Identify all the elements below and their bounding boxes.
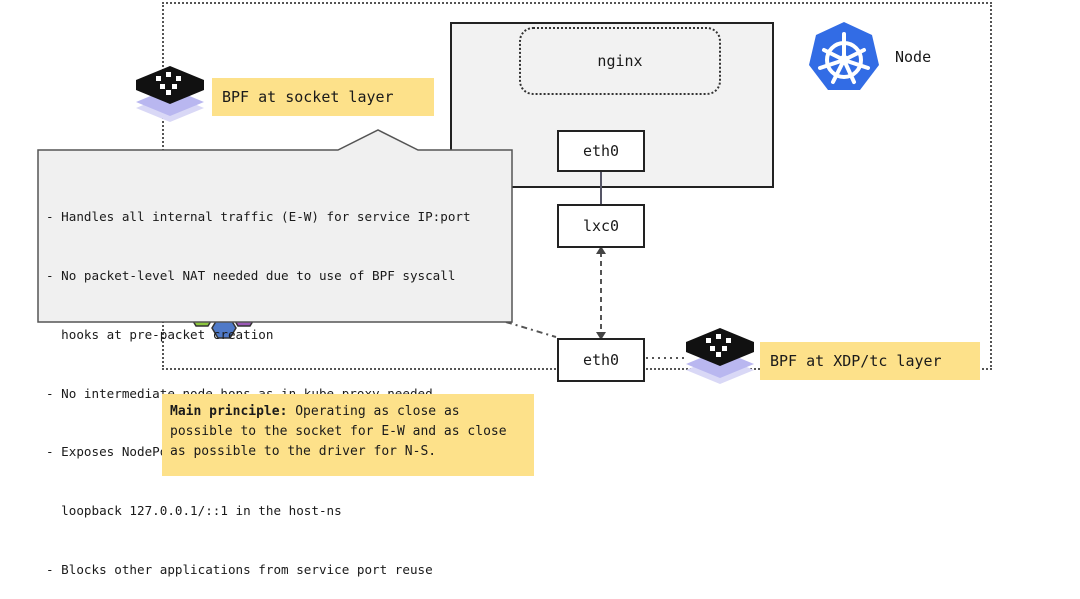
nginx-container: nginx xyxy=(519,27,721,95)
bpf-icon xyxy=(136,66,204,122)
callout-box xyxy=(37,129,513,323)
callout-line: - Handles all internal traffic (E-W) for… xyxy=(46,209,471,225)
pod-eth0-box: eth0 xyxy=(557,130,645,172)
kubernetes-icon xyxy=(809,22,879,90)
lxc0-box: lxc0 xyxy=(557,204,645,248)
host-eth0-box: eth0 xyxy=(557,338,645,382)
bpf-xdp-label: BPF at XDP/tc layer xyxy=(760,342,980,380)
bpf-icon xyxy=(686,328,754,384)
callout-line: - No packet-level NAT needed due to use … xyxy=(46,267,456,283)
callout-line: hooks at pre-packet creation xyxy=(46,326,274,342)
connector-lines xyxy=(505,172,684,359)
principle-title: Main principle: xyxy=(170,404,288,419)
principle-text: Operating as close as possible to the so… xyxy=(170,404,507,459)
callout-line: - Blocks other applications from service… xyxy=(46,561,433,577)
bpf-socket-label: BPF at socket layer xyxy=(212,78,434,116)
callout-text: - Handles all internal traffic (E-W) for… xyxy=(46,168,506,599)
callout-line: loopback 127.0.0.1/::1 in the host-ns xyxy=(46,503,342,519)
main-principle-box: Main principle: Operating as close as po… xyxy=(162,394,534,476)
node-label: Node xyxy=(895,48,932,66)
